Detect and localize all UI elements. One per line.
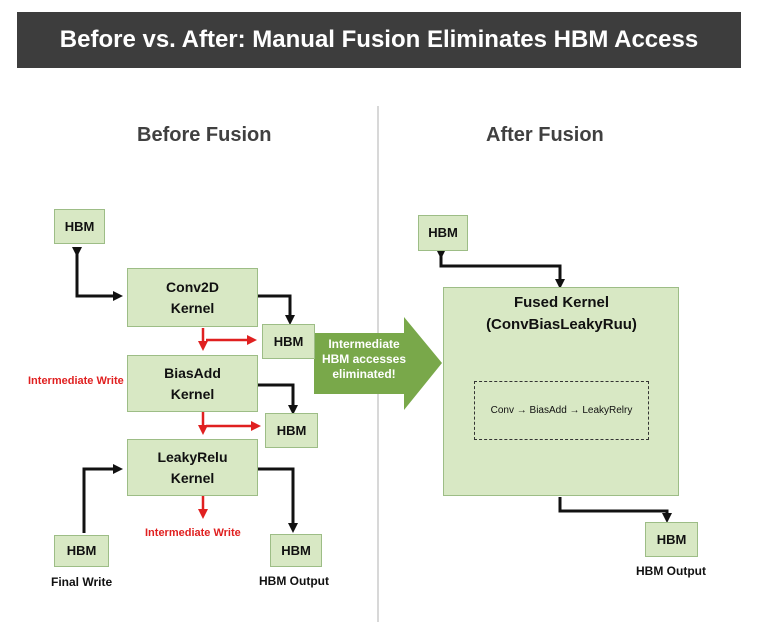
intermediate-write-label-bottom: Intermediate Write <box>145 527 241 539</box>
after-heading: After Fusion <box>486 124 604 146</box>
fused-kernel-title: Fused Kernel (ConvBiasLeakyRuu) <box>486 294 637 333</box>
arrow-fused-output <box>558 497 672 523</box>
fused-pipeline-box: Conv → BiasAdd → LeakyRelry <box>474 381 649 440</box>
arrow-bias-hbm <box>258 383 298 415</box>
title-banner: Before vs. After: Manual Fusion Eliminat… <box>17 12 741 68</box>
hbm-box-final: HBM <box>54 535 109 567</box>
before-heading: Before Fusion <box>137 124 272 146</box>
hbm-box-output-right: HBM <box>645 522 698 557</box>
hbm-box-mid1: HBM <box>262 324 315 359</box>
hbm-output-label-right: HBM Output <box>636 564 706 578</box>
arrow-hbm-leaky <box>82 464 123 533</box>
arrow-hbm-conv <box>72 247 123 301</box>
final-write-label: Final Write <box>51 575 113 589</box>
fused-kernel-box <box>443 287 679 496</box>
intermediate-write-label-left: Intermediate Write <box>28 375 124 387</box>
hbm-output-label-left: HBM Output <box>259 574 329 588</box>
callout-arrow <box>314 317 442 410</box>
hbm-box-top-right: HBM <box>418 215 468 251</box>
conv2d-kernel-box: Conv2D Kernel <box>127 268 258 327</box>
fused-pipeline-text: Conv → BiasAdd → LeakyRelry <box>490 405 633 416</box>
hbm-box-mid2: HBM <box>265 413 318 448</box>
arrow-conv-hbm <box>258 294 295 325</box>
biasadd-kernel-box: BiasAdd Kernel <box>127 355 258 412</box>
hbm-box-output-left: HBM <box>270 534 322 567</box>
callout-text: Intermediate HBM accesses eliminated! <box>321 337 407 381</box>
page-title: Before vs. After: Manual Fusion Eliminat… <box>59 26 699 53</box>
hbm-box-top-left: HBM <box>54 209 105 244</box>
leakyrelu-kernel-box: LeakyRelu Kernel <box>127 439 258 496</box>
arrow-hbm-fused <box>436 249 565 289</box>
arrow-leaky-output <box>258 467 298 533</box>
